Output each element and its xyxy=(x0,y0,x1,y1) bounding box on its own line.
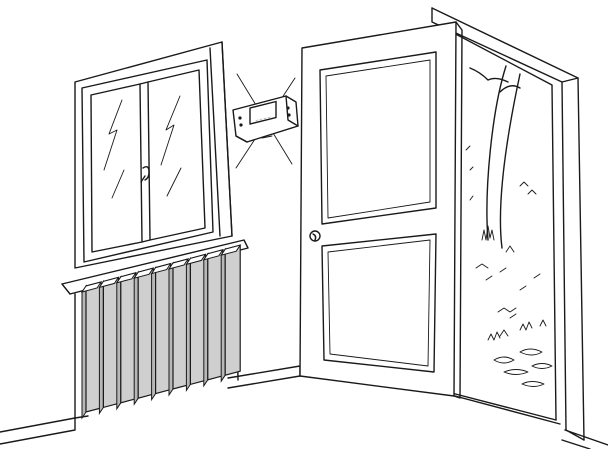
radiator-fin xyxy=(138,268,153,398)
door-panel-upper xyxy=(320,52,436,224)
window-pane-right xyxy=(148,70,205,240)
radiator-fin xyxy=(156,264,171,394)
radiator-fin xyxy=(173,259,188,389)
garden-view xyxy=(466,66,552,387)
radiator-fin xyxy=(103,277,118,407)
door-panel-lower xyxy=(322,234,436,372)
stepping-stones xyxy=(494,349,552,387)
window-pane-left xyxy=(91,84,142,252)
radiator-fin xyxy=(225,245,240,375)
radiator-fin xyxy=(190,254,205,384)
thermostat: – – – – xyxy=(233,74,298,168)
radiator-fin xyxy=(208,250,223,380)
radiator-fin xyxy=(121,273,136,403)
door xyxy=(300,22,462,398)
radiator xyxy=(82,245,240,418)
radiator-fin xyxy=(86,282,101,412)
tree-trunk xyxy=(487,66,520,248)
